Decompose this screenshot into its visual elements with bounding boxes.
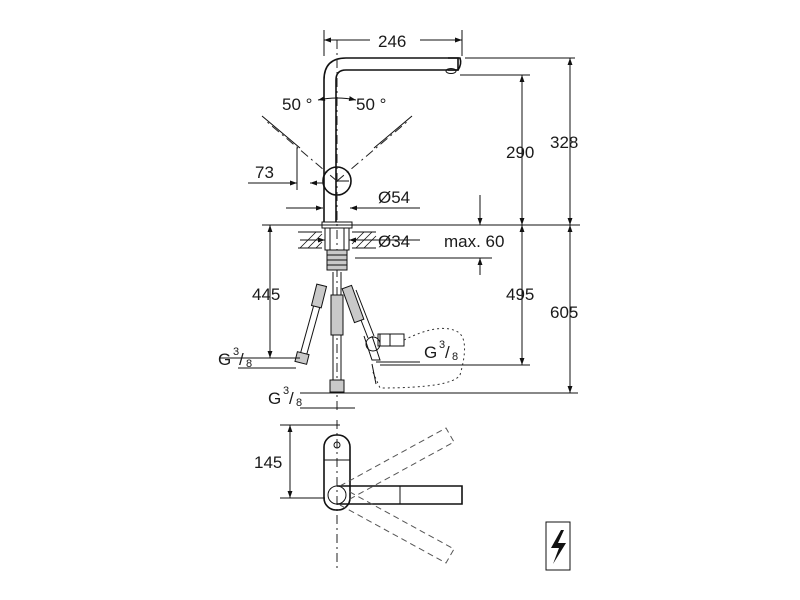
dim-328: 328 [550,133,578,152]
dim-605: 605 [550,303,578,322]
svg-text:8: 8 [452,351,458,363]
countertop [262,221,580,271]
svg-text:/: / [445,343,450,362]
faucet-plan-view [280,420,463,570]
dim-dia-34: Ø34 [378,232,410,251]
thread-label-left: G 3 / 8 [218,346,252,370]
dimensions-upper [220,30,578,409]
svg-text:G: G [424,343,437,362]
svg-text:G: G [268,389,281,408]
svg-text:/: / [239,350,244,369]
svg-text:G: G [218,350,231,369]
supply-hoses [294,272,465,393]
svg-text:3: 3 [233,346,239,358]
lightning-bolt-icon [545,521,571,571]
angle-left-label: 50 ° [282,95,312,114]
dim-max-60: max. 60 [444,232,504,251]
dim-246: 246 [378,32,406,51]
dim-73: 73 [255,163,274,182]
dim-145: 145 [254,453,282,472]
dim-dia-54: Ø54 [378,188,410,207]
dim-445: 445 [252,285,280,304]
faucet-side-view [261,40,462,410]
svg-text:8: 8 [246,358,252,370]
svg-text:/: / [289,389,294,408]
thread-label-right: G 3 / 8 [424,339,458,363]
dim-495: 495 [506,285,534,304]
angle-right-label: 50 ° [356,95,386,114]
svg-text:3: 3 [283,385,289,397]
svg-text:3: 3 [439,339,445,351]
thread-label-bottom: G 3 / 8 [268,385,302,409]
svg-text:8: 8 [296,397,302,409]
dim-290: 290 [506,143,534,162]
